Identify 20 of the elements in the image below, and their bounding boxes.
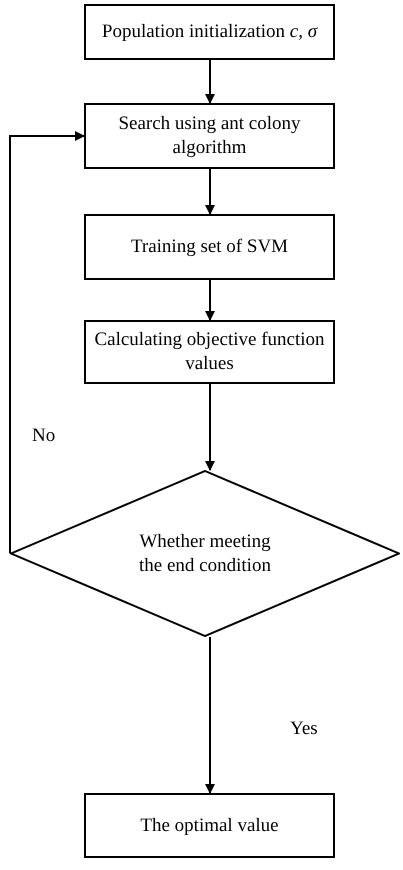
process-box	[84, 214, 335, 280]
process-box	[84, 4, 335, 60]
arrow	[205, 637, 215, 794]
decision-diamond	[10, 470, 400, 637]
edge-label: Yes	[290, 718, 318, 740]
arrow	[205, 280, 215, 321]
node-text: Search using ant colony algorithm	[117, 112, 302, 160]
edge-label: No	[32, 425, 56, 447]
node-text: Calculating objective function values	[93, 328, 326, 376]
arrow	[9, 131, 85, 554]
process-box	[84, 793, 335, 858]
arrow	[205, 60, 215, 104]
process-box	[84, 320, 335, 384]
node-text: Population initialization c, σ	[100, 20, 319, 44]
arrow	[205, 169, 215, 215]
process-box	[84, 103, 335, 169]
node-text: Training set of SVM	[130, 235, 290, 259]
node-text: The optimal value	[139, 814, 280, 838]
arrow	[205, 384, 215, 471]
node-text: Whether meeting the end condition	[138, 530, 272, 578]
